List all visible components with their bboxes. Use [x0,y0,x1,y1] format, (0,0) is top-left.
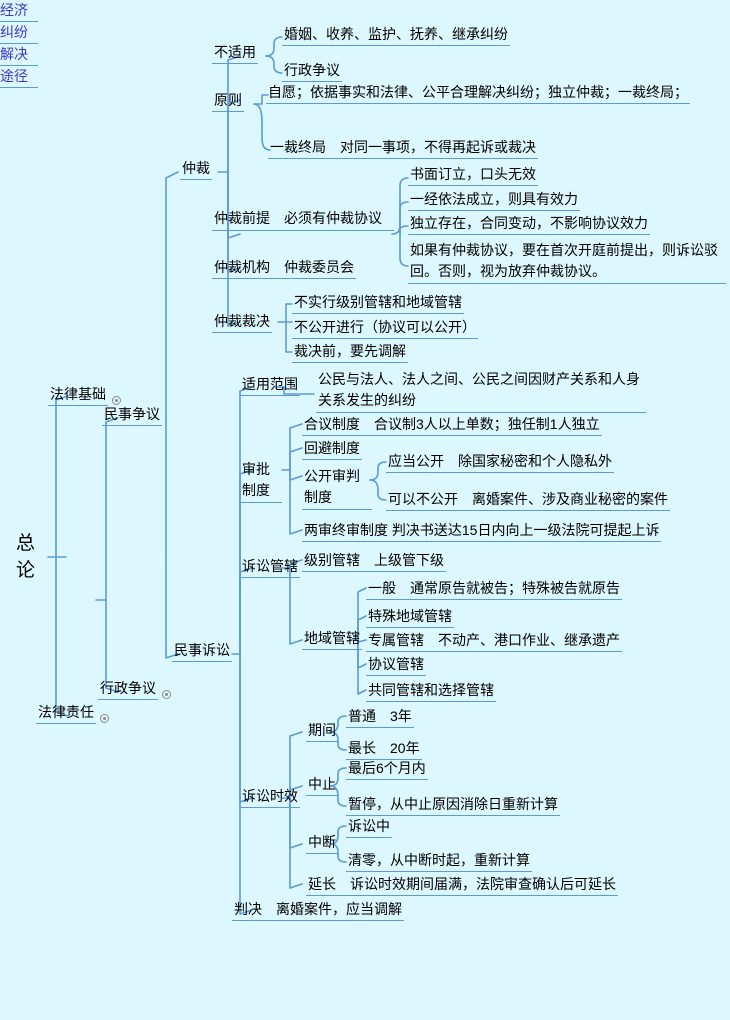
civil-leaf-joint-jurisdiction[interactable]: 共同管辖和选择管辖 [366,681,496,702]
arb-leaf-independent-existence[interactable]: 独立存在，合同变动，不影响协议效力 [408,214,650,235]
civil-leaf-level-jurisdiction[interactable]: 级别管辖 上级管下级 [302,551,446,572]
link-line-3: 解决 [0,44,38,66]
civil-leaf-may-be-closed[interactable]: 可以不公开 离婚案件、涉及商业秘密的案件 [386,490,670,511]
note-icon-legal-basis [112,396,121,405]
civil-leaf-period-normal[interactable]: 普通 3年 [346,707,414,728]
branch-node-civil-litigation[interactable]: 民事诉讼 [172,641,232,662]
civil-leaf-suspension-restart[interactable]: 暂停，从中止原因消除日重新计算 [346,795,560,816]
civil-node-suspension[interactable]: 中止 [306,775,338,796]
link-line-2: 纠纷 [0,22,38,44]
civil-leaf-general-jurisdiction[interactable]: 一般 通常原告就被告；特殊被告就原告 [366,579,622,600]
arb-leaf-principle-list[interactable]: 自愿；依据事实和法律、公平合理解决纠纷；独立仲裁；一裁终局； [266,83,690,104]
civil-leaf-should-be-public[interactable]: 应当公开 除国家秘密和个人隐私外 [386,452,614,473]
arb-leaf-marriage-disputes[interactable]: 婚姻、收养、监护、抚养、继承纠纷 [282,25,510,46]
civil-node-extension[interactable]: 延长 诉讼时效期间届满，法院审查确认后可延长 [306,875,618,896]
civil-leaf-recusal-system[interactable]: 回避制度 [302,439,362,460]
arb-leaf-admin-dispute[interactable]: 行政争议 [282,61,342,82]
civil-leaf-collegiate-system[interactable]: 合议制度 合议制3人以上单数；独任制1人独立 [302,415,602,436]
civil-leaf-agreed-jurisdiction[interactable]: 协议管辖 [366,655,426,676]
civil-leaf-interruption-reset[interactable]: 清零，从中断时起，重新计算 [346,851,532,872]
arb-leaf-final-award[interactable]: 一裁终局 对同一事项，不得再起诉或裁决 [268,138,538,159]
arb-node-principles[interactable]: 原则 [212,91,244,112]
civil-leaf-exclusive-jurisdiction[interactable]: 专属管辖 不动产、港口作业、继承遗产 [366,631,622,652]
level1-node-legal-liability[interactable]: 法律责任 [36,703,96,724]
civil-node-period[interactable]: 期间 [306,721,338,742]
arb-leaf-legally-effective[interactable]: 一经依法成立，则具有效力 [408,190,580,211]
arb-node-institution[interactable]: 仲裁机构 仲裁委员会 [212,258,356,279]
level1-node-economic-dispute-paths[interactable]: 经济 纠纷 解决 途径 [0,0,730,88]
civil-node-jurisdiction[interactable]: 诉讼管辖 [240,557,300,578]
arb-leaf-raise-before-hearing[interactable]: 如果有仲裁协议，要在首次开庭前提出，则诉讼驳回。否则，视为放弃仲裁协议。 [408,240,726,284]
civil-leaf-period-max[interactable]: 最长 20年 [346,739,422,760]
civil-node-territorial-jurisdiction[interactable]: 地域管辖 [302,629,362,650]
civil-node-trial-system[interactable]: 审批制度 [240,459,282,503]
branch-node-arbitration[interactable]: 仲裁 [180,159,212,180]
arb-leaf-no-jurisdiction[interactable]: 不实行级别管辖和地域管辖 [292,293,464,314]
arb-leaf-not-public[interactable]: 不公开进行（协议可以公开） [292,318,478,339]
link-line-1: 经济 [0,0,38,22]
civil-leaf-special-territorial[interactable]: 特殊地域管辖 [366,607,454,628]
arb-node-precondition[interactable]: 仲裁前提 必须有仲裁协议 [212,208,394,231]
civil-node-scope[interactable]: 适用范围 [240,375,300,396]
civil-node-interruption[interactable]: 中断 [306,833,338,854]
root-node[interactable]: 总论 [16,533,37,581]
civil-node-judgment[interactable]: 判决 离婚案件，应当调解 [232,900,404,921]
civil-leaf-suspension-last6months[interactable]: 最后6个月内 [346,759,428,780]
civil-node-public-trial[interactable]: 公开审判制度 [302,466,372,510]
arb-node-award[interactable]: 仲裁裁决 [212,312,272,333]
arb-leaf-written-form[interactable]: 书面订立，口头无效 [408,165,538,186]
level2-node-civil-dispute[interactable]: 民事争议 [102,405,162,426]
note-icon-legal-liability [100,714,109,723]
link-line-4: 途径 [0,66,38,88]
civil-node-limitation[interactable]: 诉讼时效 [240,787,300,808]
civil-leaf-interruption-in-litigation[interactable]: 诉讼中 [346,817,392,838]
civil-leaf-two-instance-final[interactable]: 两审终审制度 判决书送达15日内向上一级法院可提起上诉 [302,521,662,542]
level2-node-administrative-dispute[interactable]: 行政争议 [98,679,158,700]
note-icon-administrative-dispute [162,690,171,699]
arb-leaf-mediation-first[interactable]: 裁决前，要先调解 [292,342,408,363]
arb-node-not-applicable[interactable]: 不适用 [212,43,258,64]
civil-leaf-scope-detail[interactable]: 公民与法人、法人之间、公民之间因财产关系和人身关系发生的纠纷 [316,369,646,413]
level1-node-legal-basis[interactable]: 法律基础 [48,385,108,406]
